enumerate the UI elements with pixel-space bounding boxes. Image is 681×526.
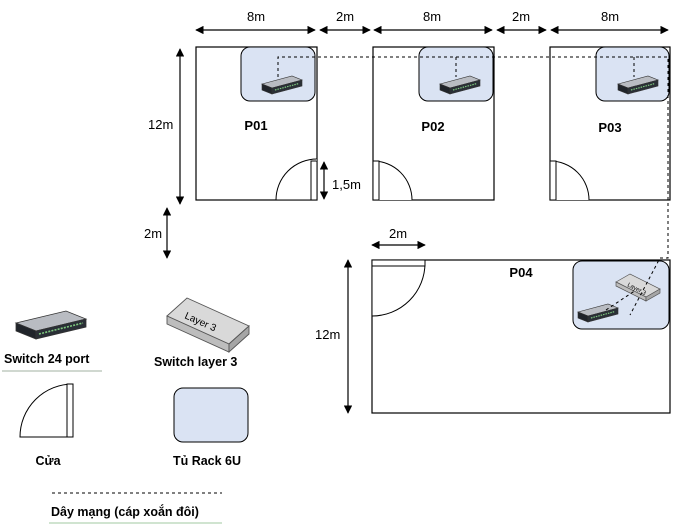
legend-cable-label: Dây mạng (cáp xoắn đôi) (51, 504, 199, 519)
dimension-arrows (162, 25, 669, 414)
legend-door-label: Cửa (35, 454, 61, 468)
room-label-p01: P01 (244, 118, 267, 133)
door-p01 (275, 158, 318, 201)
dim-label: 2m (144, 226, 162, 241)
legend-switch24-label: Switch 24 port (4, 352, 90, 366)
dim-label: 12m (315, 327, 340, 342)
network-cables (277, 56, 669, 316)
dim-label: 2m (389, 226, 407, 241)
room-label-p04: P04 (509, 265, 533, 280)
dim-label: 8m (601, 9, 619, 24)
dim-label: 1,5m (332, 177, 361, 192)
door-p02 (372, 160, 413, 201)
dim-label: 2m (336, 9, 354, 24)
dim-label: 8m (423, 9, 441, 24)
legend-rack-label: Tủ Rack 6U (173, 454, 241, 468)
legend-switch-layer3-label: Switch layer 3 (154, 355, 237, 369)
legend-door-icon (19, 383, 74, 438)
door-p04 (371, 259, 426, 317)
rack-p02 (418, 46, 494, 102)
legend-switch-layer3-icon: Layer 3 (166, 297, 250, 354)
legend: Switch 24 port Layer 3 Switch layer 3 Cử… (2, 297, 250, 524)
dim-label: 8m (247, 9, 265, 24)
dim-label: 2m (512, 9, 530, 24)
door-p03 (549, 160, 590, 201)
dim-label: 12m (148, 117, 173, 132)
room-label-p02: P02 (421, 119, 444, 134)
legend-switch24-icon (14, 310, 88, 340)
legend-rack-icon (173, 387, 249, 443)
room-label-p03: P03 (598, 120, 621, 135)
